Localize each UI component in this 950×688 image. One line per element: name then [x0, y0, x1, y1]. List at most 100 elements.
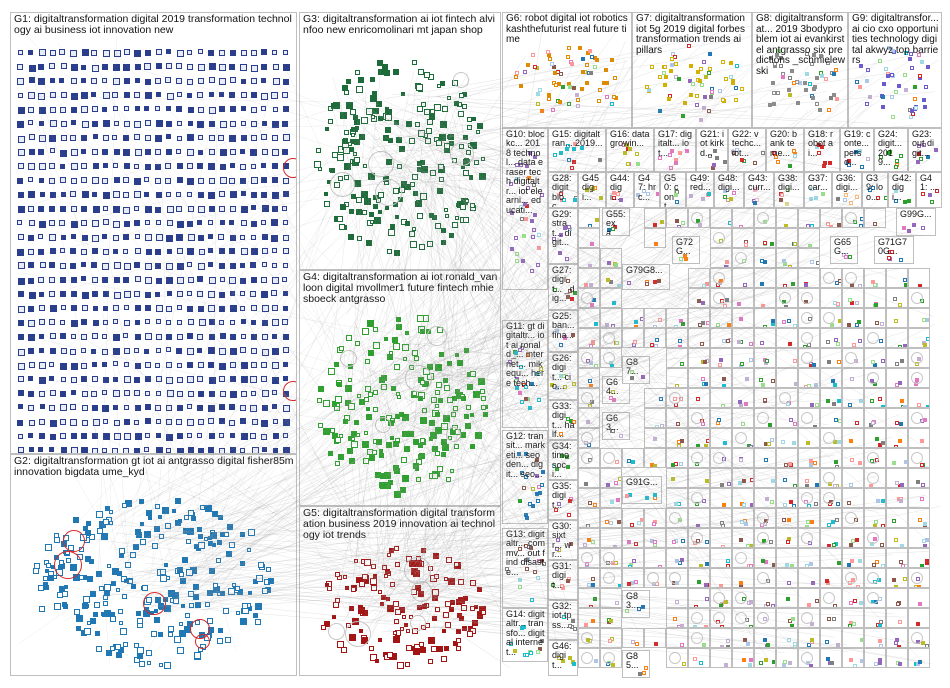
node[interactable] — [85, 530, 92, 537]
group-cell[interactable] — [754, 648, 776, 668]
node[interactable] — [401, 474, 409, 482]
node[interactable] — [28, 361, 35, 368]
node[interactable] — [362, 327, 370, 335]
node[interactable] — [257, 562, 264, 569]
node[interactable] — [820, 191, 825, 196]
node[interactable] — [588, 343, 593, 347]
node[interactable] — [405, 662, 411, 668]
node[interactable] — [282, 134, 290, 142]
node[interactable] — [197, 163, 204, 170]
group-cell[interactable] — [886, 428, 908, 448]
node[interactable] — [524, 652, 529, 657]
node[interactable] — [447, 96, 452, 101]
node[interactable] — [482, 411, 488, 417]
node[interactable] — [271, 205, 278, 212]
node[interactable] — [432, 615, 438, 621]
node[interactable] — [92, 205, 100, 213]
node[interactable] — [476, 610, 481, 615]
self-loop-node[interactable] — [581, 652, 593, 664]
node[interactable] — [720, 60, 725, 65]
node[interactable] — [60, 446, 67, 453]
node[interactable] — [770, 242, 775, 247]
group-cell[interactable] — [754, 348, 776, 368]
node[interactable] — [18, 333, 25, 340]
node[interactable] — [165, 134, 171, 140]
node[interactable] — [366, 108, 374, 116]
node[interactable] — [636, 193, 641, 198]
node[interactable] — [206, 617, 213, 624]
node[interactable] — [903, 72, 908, 77]
node[interactable] — [535, 102, 540, 107]
node[interactable] — [59, 277, 66, 284]
node[interactable] — [804, 71, 809, 76]
node[interactable] — [102, 390, 108, 396]
node[interactable] — [720, 544, 725, 547]
node[interactable] — [610, 390, 615, 395]
node[interactable] — [177, 647, 185, 655]
node[interactable] — [217, 592, 222, 597]
node[interactable] — [534, 474, 539, 479]
node[interactable] — [122, 503, 128, 509]
node[interactable] — [354, 119, 361, 126]
node[interactable] — [219, 205, 226, 212]
node[interactable] — [744, 402, 749, 407]
group-g5[interactable]: G5: digitaltransformation digital transf… — [299, 506, 501, 676]
node[interactable] — [53, 537, 60, 544]
node[interactable] — [197, 405, 204, 412]
node[interactable] — [283, 291, 289, 297]
node[interactable] — [196, 526, 202, 532]
node[interactable] — [715, 155, 720, 160]
node[interactable] — [420, 417, 428, 425]
node[interactable] — [333, 602, 340, 609]
group-cell[interactable] — [798, 288, 820, 308]
self-loop-node[interactable] — [581, 452, 593, 464]
node[interactable] — [566, 579, 571, 584]
node[interactable] — [570, 165, 575, 170]
node[interactable] — [48, 405, 55, 412]
group-cell[interactable] — [820, 528, 842, 548]
node[interactable] — [370, 563, 376, 569]
node[interactable] — [613, 225, 618, 229]
node[interactable] — [567, 288, 572, 293]
node[interactable] — [815, 261, 819, 266]
node[interactable] — [793, 358, 797, 363]
node[interactable] — [147, 516, 152, 521]
node[interactable] — [154, 404, 161, 411]
node[interactable] — [361, 441, 369, 449]
node[interactable] — [38, 249, 45, 256]
node[interactable] — [155, 234, 163, 242]
node[interactable] — [880, 104, 885, 109]
node[interactable] — [559, 233, 564, 238]
node[interactable] — [230, 390, 237, 398]
node[interactable] — [755, 198, 760, 203]
node[interactable] — [27, 50, 33, 56]
node[interactable] — [18, 234, 25, 241]
node[interactable] — [272, 135, 279, 142]
node[interactable] — [187, 361, 194, 368]
self-loop-node[interactable] — [845, 512, 857, 524]
node[interactable] — [59, 78, 65, 84]
group-cell[interactable] — [578, 488, 600, 508]
node[interactable] — [629, 370, 634, 375]
node[interactable] — [251, 134, 258, 141]
node[interactable] — [436, 187, 443, 194]
node[interactable] — [457, 111, 464, 118]
node[interactable] — [18, 50, 24, 56]
node[interactable] — [529, 219, 534, 224]
node[interactable] — [323, 621, 330, 628]
node[interactable] — [282, 263, 288, 269]
node[interactable] — [144, 177, 150, 183]
node[interactable] — [521, 625, 526, 630]
node[interactable] — [38, 333, 44, 339]
node[interactable] — [588, 604, 593, 607]
node[interactable] — [192, 583, 199, 590]
self-loop-node[interactable] — [801, 652, 813, 664]
node[interactable] — [878, 657, 883, 662]
node[interactable] — [904, 51, 909, 56]
node[interactable] — [271, 192, 279, 199]
node[interactable] — [858, 461, 863, 466]
node[interactable] — [879, 643, 884, 647]
node[interactable] — [133, 390, 140, 397]
group-cell[interactable] — [886, 548, 908, 568]
node[interactable] — [123, 578, 128, 583]
